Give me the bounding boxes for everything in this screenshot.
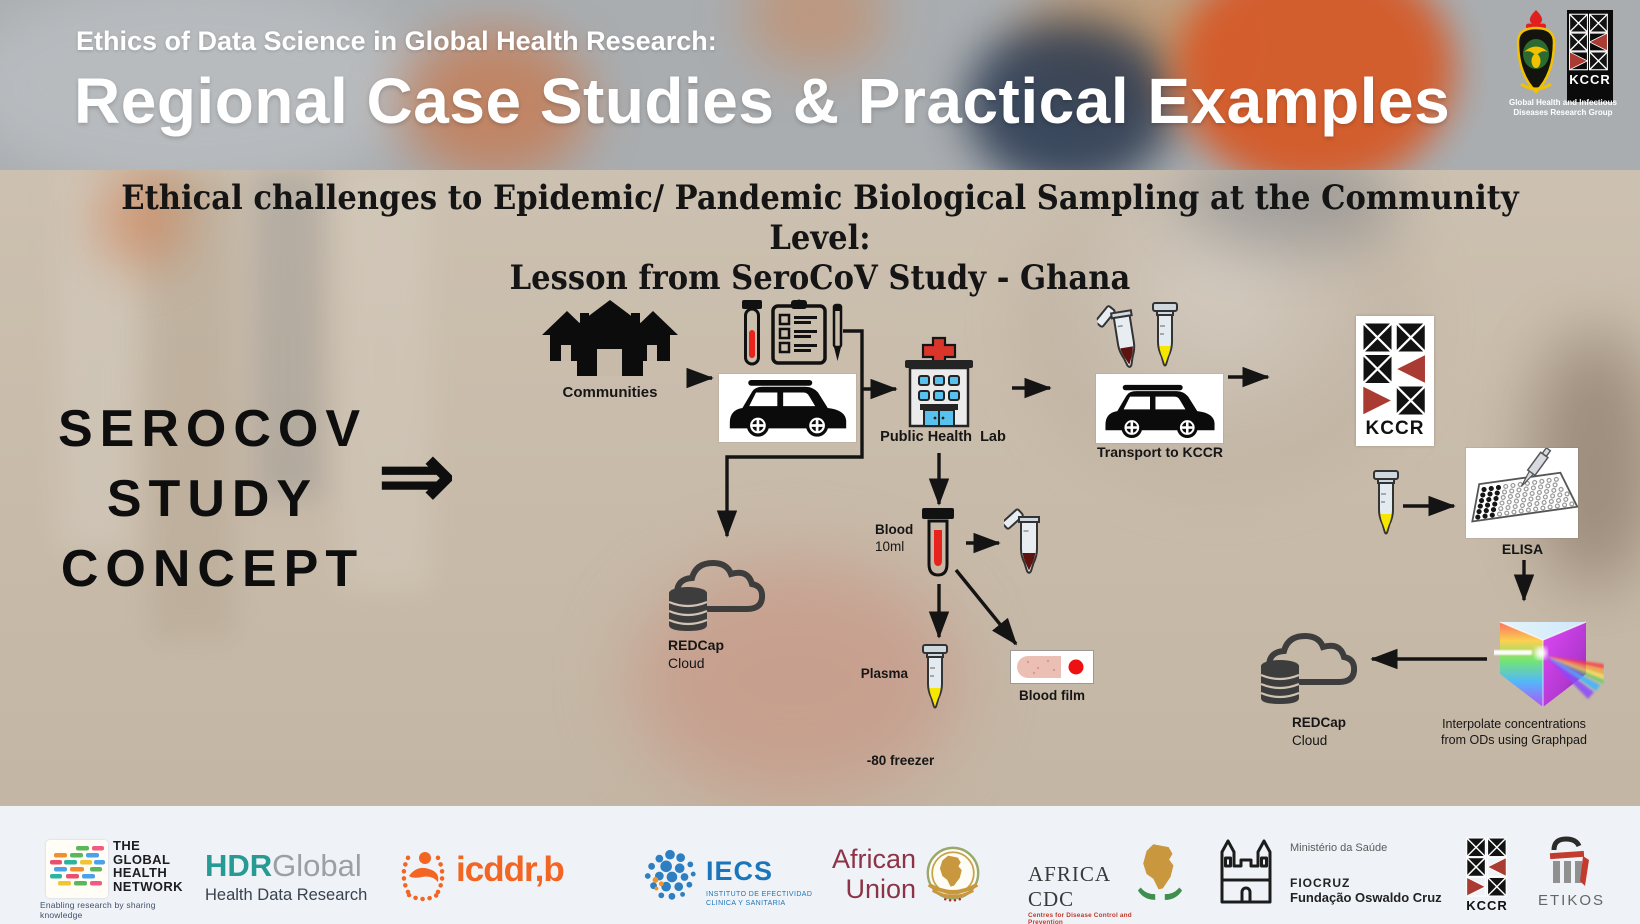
au-emblem-icon — [922, 844, 984, 911]
elisa-plate-icon — [1466, 448, 1578, 538]
field-vehicle-icon — [719, 374, 856, 442]
kccr-pattern-icon — [1567, 12, 1611, 72]
serum-tube-icon — [1371, 470, 1401, 545]
page-title: Regional Case Studies & Practical Exampl… — [74, 65, 1451, 137]
subtitle-line2: Lesson from SeroCoV Study - Ghana — [509, 258, 1131, 298]
double-arrow-icon: ⇒ — [378, 425, 456, 527]
kccr-logo-text: KCCR — [1569, 72, 1611, 87]
redcap-right-label: REDCap Cloud — [1292, 715, 1347, 748]
kccr-pattern-icon — [1358, 320, 1432, 418]
africa-cdc-map-icon — [1136, 842, 1184, 911]
etikos-logo-text: ETIKOS — [1538, 892, 1606, 909]
communities-label: Communities — [562, 384, 658, 401]
knust-crest-logo — [1508, 8, 1564, 96]
blood-label: Blood 10ml — [875, 522, 914, 554]
africa-cdc-logo: AFRICA CDC Centres for Disease Control a… — [1028, 862, 1150, 924]
kccr-pattern-icon — [1464, 836, 1510, 898]
public-health-lab-icon — [903, 336, 975, 433]
pen-icon — [831, 303, 843, 368]
hdr-logo-bold: HDR — [205, 848, 273, 883]
hdr-logo: HDRGlobal Health Data Research — [205, 848, 367, 905]
lab-label: Public Health Lab — [880, 429, 1006, 445]
plasma-label: Plasma — [860, 666, 908, 681]
blood-film-icon — [1010, 650, 1094, 689]
sample-tube-icon — [741, 300, 763, 373]
header-logo-caption: Global Health and Infectious Diseases Re… — [1508, 98, 1617, 117]
kccr-logo-footer: KCCR — [1462, 834, 1512, 920]
graphpad-prism-icon — [1492, 610, 1604, 717]
page-kicker: Ethics of Data Science in Global Health … — [76, 26, 717, 56]
subtitle-line1: Ethical challenges to Epidemic/ Pandemic… — [121, 178, 1519, 258]
aliquot-tube-icon — [1004, 501, 1048, 584]
redcap-cloud-left-icon — [664, 545, 768, 642]
icddrb-logo-text: icddr,b — [456, 850, 565, 889]
redcap-cloud-right-icon — [1256, 618, 1360, 715]
iecs-logo: IECS INSTITUTO DE EFECTIVIDAD CLINICA Y … — [706, 856, 813, 907]
fiocruz-text: Ministério da Saúde FIOCRUZ Fundação Osw… — [1290, 842, 1442, 905]
communities-icon — [540, 300, 680, 381]
ghn-tagline: Enabling research by sharing knowledge — [40, 900, 156, 920]
plasma-tube-icon — [920, 643, 950, 720]
elisa-label: ELISA — [1501, 541, 1544, 557]
redcap-left-label: REDCap Cloud — [668, 637, 725, 671]
transport-vehicle-icon — [1096, 374, 1223, 443]
knust-crest-icon — [1516, 10, 1556, 94]
slide-subtitle: Ethical challenges to Epidemic/ Pandemic… — [82, 178, 1558, 298]
kccr-logo-text: KCCR — [1365, 418, 1425, 439]
hdr-logo-sub: Health Data Research — [205, 886, 368, 904]
blood-tube-icon — [920, 508, 956, 585]
freezer-label: -80 freezer — [866, 753, 935, 768]
blood-film-label: Blood film — [1019, 688, 1085, 703]
header-band — [0, 0, 1640, 170]
fiocruz-castle-icon — [1214, 834, 1278, 911]
etikos-columns-icon — [1546, 836, 1592, 895]
iecs-logo-text: IECS — [706, 856, 774, 886]
hdr-logo-light: Global — [272, 848, 362, 883]
concept-title: SEROCOV STUDY CONCEPT — [57, 400, 368, 598]
ghn-logo-text: THE GLOBAL HEALTH NETWORK — [113, 838, 183, 894]
interpolate-label: Interpolate concentrations from ODs usin… — [1441, 717, 1587, 747]
footer-logo-strip: THE GLOBAL HEALTH NETWORK Enabling resea… — [0, 806, 1640, 924]
kccr-logo-text: KCCR — [1466, 898, 1508, 913]
transport-label: Transport to KCCR — [1097, 444, 1223, 460]
consent-clipboard-icon — [770, 299, 828, 370]
icddrb-wreath-icon — [396, 842, 450, 907]
kccr-logo-header: KCCR — [1567, 10, 1613, 102]
transport-yellow-tube-icon — [1150, 302, 1180, 377]
africa-cdc-title: AFRICA CDC — [1028, 862, 1110, 911]
iecs-globe-icon — [640, 846, 700, 911]
kccr-logo-diagram: KCCR — [1356, 316, 1434, 446]
ghn-mosaic-icon — [46, 840, 108, 898]
au-logo-text: African Union — [831, 844, 916, 904]
